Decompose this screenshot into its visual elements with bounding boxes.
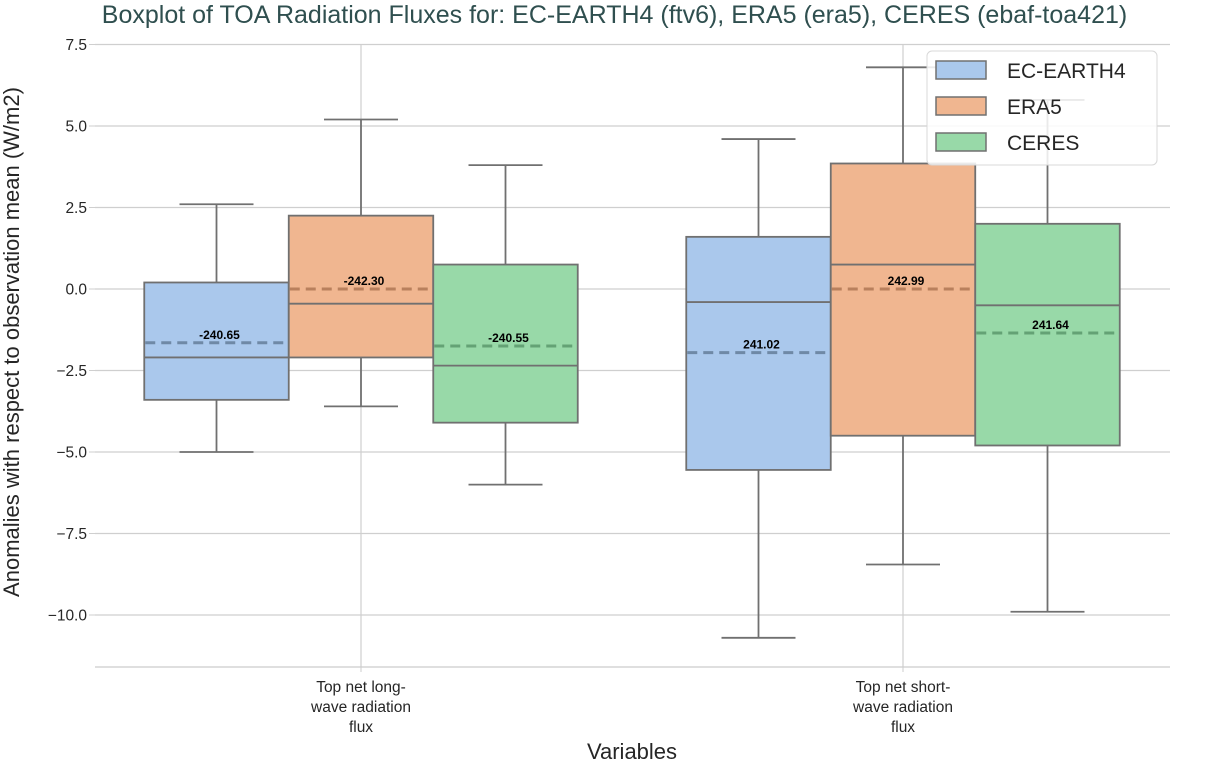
box-ec-earth4-longwave: -240.65 xyxy=(143,203,290,453)
y-tick-label: −2.5 xyxy=(56,363,87,380)
x-tick-label: Top net short- xyxy=(856,679,951,696)
legend-label-era5: ERA5 xyxy=(1007,96,1062,119)
iqr-box xyxy=(143,281,290,401)
x-tick-label: wave radiation xyxy=(310,699,411,716)
box-ec-earth4-shortwave: 241.02 xyxy=(685,138,832,639)
x-tick-label: Top net long- xyxy=(316,679,406,696)
x-tick-label: flux xyxy=(349,719,373,736)
iqr-box xyxy=(287,214,435,359)
y-tick-label: −5.0 xyxy=(56,445,87,462)
box-era5-shortwave: 242.99 xyxy=(829,66,977,566)
mean-value-label: -240.65 xyxy=(199,328,240,342)
mean-value-label: -242.30 xyxy=(344,274,385,288)
x-axis-label: Variables xyxy=(587,739,677,762)
y-tick-label: −10.0 xyxy=(48,608,88,625)
y-tick-label: −7.5 xyxy=(56,526,87,543)
mean-value-label: 241.64 xyxy=(1032,318,1069,332)
legend-label-ec-earth4: EC-EARTH4 xyxy=(1007,60,1126,83)
boxes: -240.65 -242.30 -240.55 241.02 242.99 241.64 xyxy=(143,66,1121,639)
mean-value-label: 242.99 xyxy=(888,274,925,288)
y-axis-label: Anomalies with respect to observation me… xyxy=(0,87,24,597)
y-tick-label: 5.0 xyxy=(65,119,87,136)
iqr-box xyxy=(829,162,977,437)
iqr-box xyxy=(974,222,1121,447)
mean-value-label: -240.55 xyxy=(488,331,529,345)
legend-swatch-ceres xyxy=(935,132,987,152)
legend-swatch-ec-earth4 xyxy=(935,60,987,80)
mean-value-label: 241.02 xyxy=(743,338,780,352)
box-ceres-longwave: -240.55 xyxy=(432,164,579,486)
x-tick-label: wave radiation xyxy=(852,699,953,716)
legend-swatch-era5 xyxy=(935,96,987,116)
legend-label-ceres: CERES xyxy=(1007,132,1079,155)
y-tick-label: 2.5 xyxy=(65,200,87,217)
y-tick-label: 7.5 xyxy=(65,37,87,54)
y-tick-label: 0.0 xyxy=(65,282,87,299)
iqr-box xyxy=(432,263,579,424)
chart-title: Boxplot of TOA Radiation Fluxes for: EC-… xyxy=(101,1,1128,29)
box-era5-longwave: -242.30 xyxy=(287,118,435,408)
box-ceres-shortwave: 241.64 xyxy=(974,99,1121,613)
x-tick-label: flux xyxy=(891,719,915,736)
